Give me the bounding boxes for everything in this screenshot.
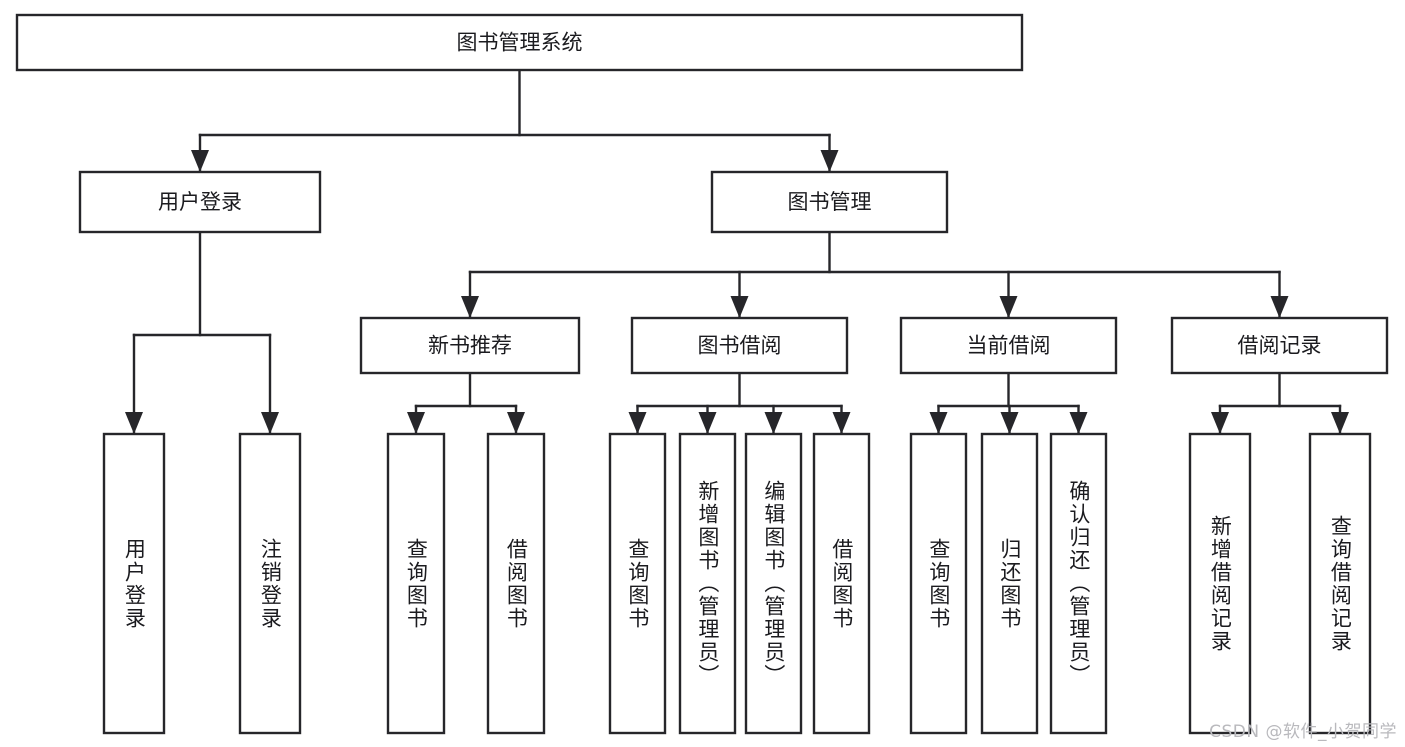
node-box-book-manage bbox=[710, 170, 949, 234]
node-label-root: 图书管理系统 bbox=[457, 31, 583, 55]
arrow-head-icon bbox=[191, 150, 209, 172]
arrow-head-icon bbox=[1000, 412, 1019, 434]
arrow-head-icon bbox=[628, 412, 647, 434]
arrow-head-icon bbox=[1069, 412, 1088, 434]
node-box-current-borrow bbox=[899, 316, 1118, 375]
arrow-head-icon bbox=[407, 412, 425, 434]
node-box-leaf-confirm-return bbox=[1049, 432, 1108, 735]
node-box-leaf-return-book bbox=[980, 432, 1039, 735]
edges-layer bbox=[125, 68, 1349, 436]
node-box-user-login bbox=[78, 170, 322, 234]
node-box-leaf-edit-book bbox=[744, 432, 803, 735]
node-box-leaf-add-record bbox=[1188, 432, 1252, 735]
arrow-head-icon bbox=[125, 412, 143, 434]
arrow-head-icon bbox=[730, 296, 749, 318]
arrow-head-icon bbox=[507, 412, 525, 434]
node-label-user-login: 用户登录 bbox=[158, 190, 242, 214]
node-box-leaf-borrow-book-2 bbox=[812, 432, 871, 735]
node-box-leaf-logout bbox=[238, 432, 302, 735]
node-label-new-book-rec: 新书推荐 bbox=[428, 334, 512, 358]
node-label-book-manage: 图书管理 bbox=[788, 190, 872, 214]
arrow-head-icon bbox=[698, 412, 717, 434]
node-box-book-borrow bbox=[630, 316, 849, 375]
node-box-borrow-record bbox=[1170, 316, 1389, 375]
arrow-head-icon bbox=[1270, 296, 1289, 318]
node-box-leaf-query-record bbox=[1308, 432, 1372, 735]
node-box-leaf-query-book-3 bbox=[909, 432, 968, 735]
arrow-head-icon bbox=[1211, 412, 1229, 434]
node-box-leaf-query-book-2 bbox=[608, 432, 667, 735]
node-label-borrow-record: 借阅记录 bbox=[1238, 334, 1322, 358]
node-box-root bbox=[15, 13, 1024, 72]
node-box-leaf-user-login bbox=[102, 432, 166, 735]
arrow-head-icon bbox=[999, 296, 1018, 318]
node-box-leaf-add-book bbox=[678, 432, 737, 735]
arrow-head-icon bbox=[820, 150, 839, 172]
arrow-head-icon bbox=[764, 412, 783, 434]
watermark-text: CSDN @软件_小贺同学 bbox=[1209, 722, 1397, 742]
arrow-head-icon bbox=[832, 412, 851, 434]
boxes-layer bbox=[15, 13, 1389, 735]
node-box-leaf-query-book-1 bbox=[386, 432, 446, 735]
arrow-head-icon bbox=[929, 412, 948, 434]
node-label-book-borrow: 图书借阅 bbox=[698, 334, 782, 358]
arrow-head-icon bbox=[461, 296, 479, 318]
arrow-head-icon bbox=[261, 412, 279, 434]
node-box-leaf-borrow-book-1 bbox=[486, 432, 546, 735]
arrow-head-icon bbox=[1331, 412, 1349, 434]
node-label-current-borrow: 当前借阅 bbox=[967, 334, 1051, 358]
node-box-new-book-rec bbox=[359, 316, 581, 375]
